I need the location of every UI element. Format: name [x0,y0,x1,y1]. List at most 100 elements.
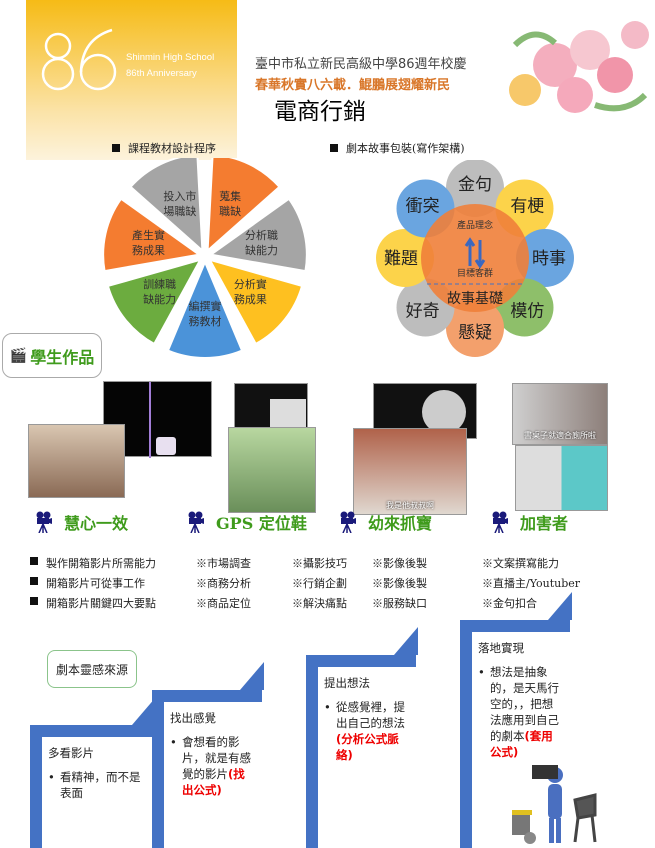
exchange-arrows-icon [464,237,486,269]
process-step: 落地實現想法是抽象的，是天馬行空的，，把想法應用到自己的劇本(套用公式) [460,592,572,848]
cycle-segment [106,258,203,346]
anniversary-logo [41,28,117,91]
skill-row-heading: 製作開箱影片所需能力 [30,555,156,570]
flower-petal-label: 難題 [384,249,418,269]
flower-petal-label: 金句 [458,175,492,195]
skill-item: ※金句扣合 [482,597,537,610]
photo-caption: 我是他叔叔啊 [386,501,434,510]
cycle-segment [206,158,281,253]
project-title: GPS 定位鞋 [188,510,307,534]
student-works-title: 學生作品 [30,347,95,367]
skill-row-heading: 開箱影片可從事工作 [30,575,145,590]
work-photo-poster [515,445,608,511]
cycle-segment [166,259,244,358]
flower-petal-label: 好奇 [406,301,440,321]
skill-item: ※影像後製 [372,557,427,570]
inspiration-label: 劇本靈感來源 [55,662,128,677]
skill-item: ※市場調查 [196,557,251,570]
flower-petal-label: 有梗 [510,197,544,217]
project-name: 慧心一效 [64,514,129,533]
anniversary-slogan: 春華秋實八六載．鯤鵬展翅耀新民 [255,78,451,93]
anniversary-banner: Shinmin High School 86th Anniversary [26,0,237,160]
school-name-en: Shinmin High School [126,52,215,63]
step-bullet: 會想看的影片，就是有感覺的影片(找出公式) [170,734,256,798]
flower-petal [516,229,574,287]
step-arrow [240,662,264,690]
skill-item: ※文案撰寫能力 [482,557,559,570]
project-name: 幼來抓寶 [368,514,433,533]
anniversary-en: 86th Anniversary [126,68,197,79]
step-bullet: 從感覺裡，提出自己的想法(分析公式脈絡) [324,699,410,763]
process-step: 找出感覺會想看的影片，就是有感覺的影片(找出公式) [152,662,264,848]
project-title: 幼來抓寶 [340,510,432,534]
step-title: 落地實現 [478,641,524,655]
flower-petal [446,160,504,217]
course-cycle-diagram [102,158,308,358]
movie-camera-icon [188,511,204,533]
movie-camera-icon [36,511,52,533]
movie-camera-icon [492,511,508,533]
step-title: 提出想法 [324,676,370,690]
step-title: 多看影片 [48,746,94,760]
skill-row-heading: 開箱影片關鍵四大要點 [30,595,156,610]
skill-item: ※直播主/Youtuber [482,577,581,590]
flower-petal-label: 模仿 [510,301,544,321]
movie-camera-icon [340,511,356,533]
work-photo-three-students: 我是他叔叔啊 [353,428,467,515]
project-title: 慧心一效 [36,510,128,534]
step-formula: (分析公式脈絡) [336,732,399,762]
step-bullet: 想法是抽象的，是天馬行空的，，把想法應用到自己的劇本(套用公式) [478,664,564,760]
work-photo-hallway: 書桌子就適合廁所啦 [512,383,608,445]
page-title: 電商行銷 [274,99,366,125]
flower-petal-label: 衝突 [406,197,440,217]
section-label: 劇本故事包裝(寫作架構) [346,142,465,155]
school-title: 臺中市私立新民高級中學86週年校慶 [255,57,467,72]
work-photo-campus [228,427,316,513]
skill-item: ※服務缺口 [372,597,427,610]
cycle-segment-label: 分析職缺能力 [245,229,279,258]
flower-center-top: 產品理念 [457,219,493,231]
work-photo-shoe-slide [234,383,308,435]
course-cycle-labels: 蒐集職缺分析職缺能力分析實務成果編撰實務教材訓練職缺能力 產生實務成果 投入市場職缺 [80,158,330,358]
step-arrow [548,592,572,620]
process-step: 多看影片看精神，而不是表面 [30,697,156,848]
cycle-segment-label: 分析實務成果 [233,278,267,307]
flower-center-bottom: 故事基礎 [447,290,503,307]
project-name: GPS 定位鞋 [216,514,307,533]
skill-item: ※行銷企劃 [292,577,347,590]
project-name: 加害者 [520,514,569,533]
cycle-segment [129,158,204,253]
step-title: 找出感覺 [170,711,216,725]
cycle-segment [208,197,308,273]
flower-petal [446,299,504,357]
step-formula: (找出公式) [182,767,245,797]
cycle-segment-label: 蒐集職缺 [219,189,242,218]
cycle-segment [102,197,202,273]
flower-decoration-icon [509,21,649,113]
inspiration-bubble: 劇本靈感來源 [47,650,137,688]
skill-item: ※解決痛點 [292,597,347,610]
skill-item: ※影像後製 [372,577,427,590]
flower-center-mid: 目標客群 [457,267,493,279]
step-formula: (套用公式) [490,729,553,759]
section-course-design: 課程教材設計程序 [112,140,216,156]
student-works-bubble: 🎬 學生作品 [2,333,102,378]
project-title: 加害者 [492,510,568,534]
section-script-structure: 劇本故事包裝(寫作架構) [330,140,465,156]
flower-petal [376,229,434,287]
cycle-segment-label: 編撰實務教材 [188,300,222,328]
cycle-segment [207,258,304,346]
photo-caption: 書桌子就適合廁所啦 [524,431,596,440]
cycle-segment-label: 產生實務成果 [131,229,165,258]
cycle-segment-label: 訓練職缺能力 [143,278,177,307]
flower-petal-label: 懸疑 [458,323,492,343]
cycle-segment-label: 投入市場職缺 [163,189,197,218]
flower-center [421,204,529,312]
clapperboard-icon: 🎬 [9,347,28,364]
skill-item: ※商務分析 [196,577,251,590]
process-step: 提出想法從感覺裡，提出自己的想法(分析公式脈絡) [306,627,418,848]
work-photo-living-room [28,424,125,498]
filmmaker-clipart-icon [512,765,597,844]
step-arrow [394,627,418,655]
